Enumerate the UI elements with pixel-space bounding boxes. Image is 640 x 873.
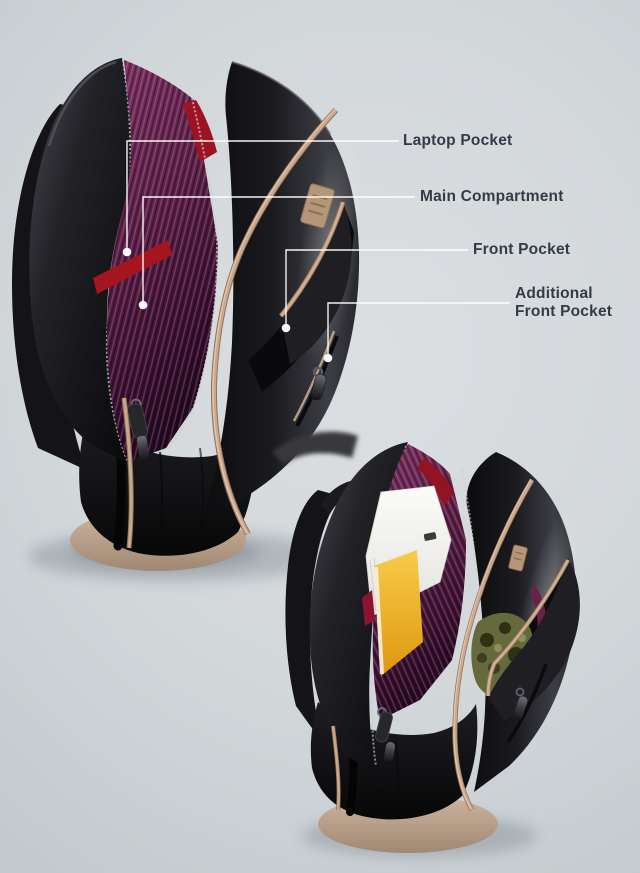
callout-laptop-pocket: Laptop Pocket: [403, 132, 513, 149]
callout-front-pocket: Front Pocket: [473, 241, 571, 258]
open-lid-panel: [29, 58, 132, 462]
front-pocket-piping: [485, 558, 570, 697]
side-pocket-seam: [157, 451, 164, 549]
backpack-small-filled: [272, 431, 581, 857]
front-pocket-flap: [488, 558, 580, 720]
main-zipper-pull: [126, 398, 150, 461]
lid-edge-highlight: [47, 60, 117, 147]
side-pocket-seam: [197, 447, 205, 546]
front-zipper-tape: [461, 469, 477, 571]
callout-main-compartment: Main Compartment: [420, 188, 564, 205]
additional-pocket-zipper: [506, 663, 548, 743]
notebook-clip: [423, 532, 437, 541]
side-piping: [121, 397, 134, 549]
red-folder-edge: [362, 590, 375, 626]
brand-patch: [508, 544, 528, 572]
callout-additional-front-pocket: Additional Front Pocket: [515, 285, 613, 320]
red-lining-top: [417, 458, 454, 506]
main-flap-piping: [452, 478, 535, 812]
zipper-pull: [310, 366, 327, 401]
yellow-notebook-page-edge: [374, 566, 384, 675]
loose-shoulder-strap: [272, 431, 358, 464]
side-piping: [331, 725, 341, 811]
yellow-notebook: [374, 550, 423, 676]
main-zipper-pull: [375, 707, 396, 763]
shoulder-strap: [285, 490, 340, 742]
zipper-pull: [513, 687, 528, 720]
side-pocket-seam: [394, 741, 400, 817]
